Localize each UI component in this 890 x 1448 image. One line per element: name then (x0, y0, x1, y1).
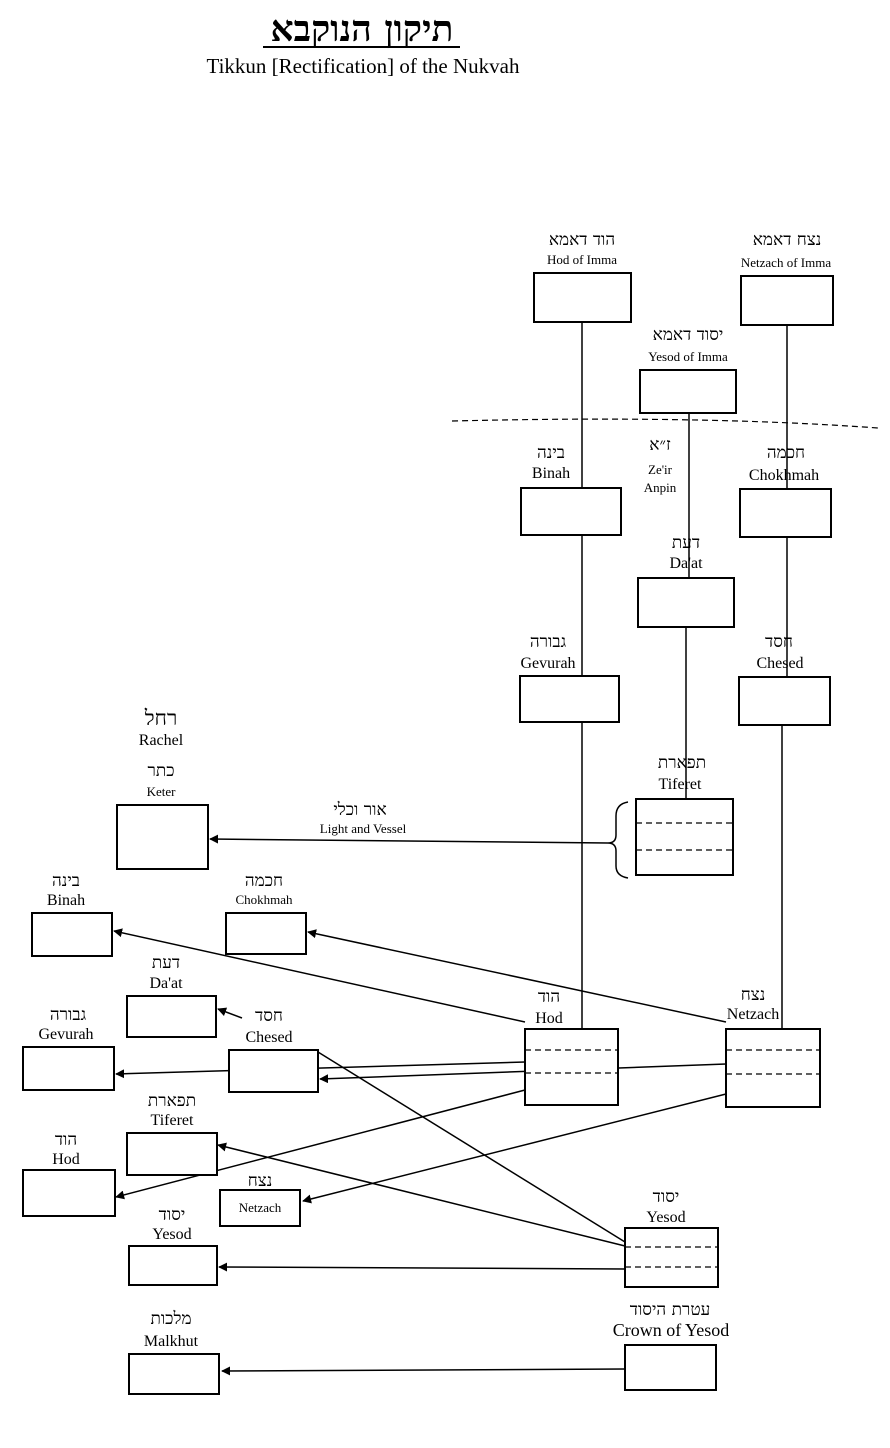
rachel-keter-label: Keter (147, 784, 177, 799)
rachel-tiferet-box (126, 1132, 218, 1176)
light-vessel-label: Light and Vessel (320, 821, 407, 836)
rachel-keter-hebrew: כתר (147, 761, 174, 781)
rachel-binah-box (31, 912, 113, 957)
za-hod-hebrew: הוד (538, 987, 560, 1007)
rachel-hod-label: Hod (52, 1151, 80, 1168)
hod-imma-hebrew: הוד דאמא (549, 230, 615, 250)
za-daat-label: Da'at (669, 555, 703, 572)
rachel-label: Rachel (139, 732, 184, 749)
line-yesod-to-chesed (317, 1051, 626, 1243)
rachel-netzach-label: Netzach (239, 1200, 282, 1215)
rachel-tiferet-label: Tiferet (151, 1112, 195, 1129)
za-tiferet-label: Tiferet (659, 776, 703, 793)
separator-curve (451, 418, 879, 429)
rachel-yesod-box (128, 1245, 218, 1286)
rachel-binah-label: Binah (47, 892, 85, 909)
rachel-daat-box (126, 995, 217, 1038)
za-binah-label: Binah (532, 465, 570, 482)
za-hod-label: Hod (535, 1010, 563, 1027)
arrow-crown-to-malkhut (221, 1366, 626, 1376)
za-yesod-label: Yesod (646, 1209, 685, 1226)
za-netzach-box (725, 1028, 821, 1108)
rachel-daat-label: Da'at (149, 975, 183, 992)
rachel-yesod-hebrew: יסוד (159, 1205, 186, 1225)
title-hebrew: תיקון הנוקבא (271, 8, 454, 50)
za-binah-hebrew: בינה (537, 443, 565, 463)
za-chesed-hebrew: חסד (765, 632, 793, 652)
crown-yesod-box (624, 1344, 717, 1391)
netzach-imma-hebrew: נצח דאמא (753, 230, 822, 250)
za-gevurah-hebrew: גבורה (530, 632, 567, 652)
rachel-malkhut-hebrew: מלכות (150, 1309, 191, 1329)
rachel-tiferet-hebrew: תפארת (148, 1091, 196, 1111)
za-chesed-label: Chesed (756, 655, 803, 672)
za-chokhmah-box (739, 488, 832, 538)
rachel-chesed-box (228, 1049, 319, 1093)
light-vessel-hebrew: אור וכלי (333, 800, 386, 820)
arrow-yesod-to-tiferet (217, 1142, 626, 1247)
zeir-anpin-label-1: Ze'ir (648, 462, 673, 477)
za-tiferet-hebrew: תפארת (658, 753, 706, 773)
za-hod-box (524, 1028, 619, 1106)
crown-yesod-label: Crown of Yesod (613, 1320, 730, 1340)
hod-imma-label: Hod of Imma (547, 252, 617, 267)
rachel-netzach-box (219, 1189, 301, 1227)
rachel-chokhmah-label: Chokhmah (235, 892, 293, 907)
arrow-hod-to-gevurah (115, 1061, 526, 1079)
za-tiferet-box (635, 798, 734, 876)
arrow-hod-to-hod (115, 1089, 526, 1200)
za-yesod-hebrew: יסוד (653, 1187, 680, 1207)
za-daat-box (637, 577, 735, 628)
zeir-anpin-label-2: Anpin (644, 480, 677, 495)
za-netzach-hebrew: נצח (741, 985, 766, 1005)
rachel-binah-hebrew: בינה (52, 871, 80, 891)
rachel-chokhmah-box (225, 912, 307, 955)
arrow-netzach-to-chokhmah (307, 929, 727, 1023)
za-gevurah-label: Gevurah (520, 655, 575, 672)
rachel-daat-hebrew: דעת (152, 953, 180, 973)
arrow-netzach-to-chesed (319, 1063, 727, 1084)
za-binah-box (520, 487, 622, 536)
za-gevurah-box (519, 675, 620, 723)
rachel-yesod-label: Yesod (152, 1226, 191, 1243)
zeir-anpin-hebrew: ז״א (649, 435, 671, 455)
netzach-imma-label: Netzach of Imma (741, 255, 831, 270)
yesod-imma-label: Yesod of Imma (648, 349, 728, 364)
arrow-chesed-to-daat (217, 1007, 243, 1019)
arrow-light-vessel-keter (209, 834, 609, 844)
rachel-gevurah-hebrew: גבורה (50, 1005, 87, 1025)
arrow-netzach-to-netzach (302, 1093, 727, 1204)
za-chokhmah-label: Chokhmah (749, 467, 819, 484)
netzach-imma-box (740, 275, 834, 326)
hod-imma-box (533, 272, 632, 323)
rachel-malkhut-label: Malkhut (144, 1333, 199, 1350)
za-yesod-box (624, 1227, 719, 1288)
yesod-imma-box (639, 369, 737, 414)
za-chokhmah-hebrew: חכמה (767, 443, 805, 463)
yesod-imma-hebrew: יסוד דאמא (653, 325, 724, 345)
title-english: Tikkun [Rectification] of the Nukvah (206, 54, 520, 78)
rachel-hod-hebrew: הוד (55, 1130, 77, 1150)
arrow-yesod-to-yesod (218, 1262, 626, 1272)
tiferet-brace (607, 801, 629, 879)
rachel-chesed-label: Chesed (245, 1029, 292, 1046)
za-netzach-label: Netzach (727, 1006, 779, 1023)
arrow-hod-to-binah (113, 928, 526, 1023)
rachel-gevurah-label: Gevurah (38, 1026, 93, 1043)
rachel-keter-box (116, 804, 209, 870)
rachel-malkhut-box (128, 1353, 220, 1395)
rachel-gevurah-box (22, 1046, 115, 1091)
rachel-hebrew: רחל (144, 706, 178, 730)
rachel-hod-box (22, 1169, 116, 1217)
crown-yesod-hebrew: עטרת היסוד (630, 1300, 710, 1320)
rachel-netzach-hebrew: נצח (248, 1171, 273, 1191)
za-chesed-box (738, 676, 831, 726)
rachel-chesed-hebrew: חסד (255, 1006, 283, 1026)
rachel-chokhmah-hebrew: חכמה (245, 871, 283, 891)
za-daat-hebrew: דעת (672, 533, 700, 553)
